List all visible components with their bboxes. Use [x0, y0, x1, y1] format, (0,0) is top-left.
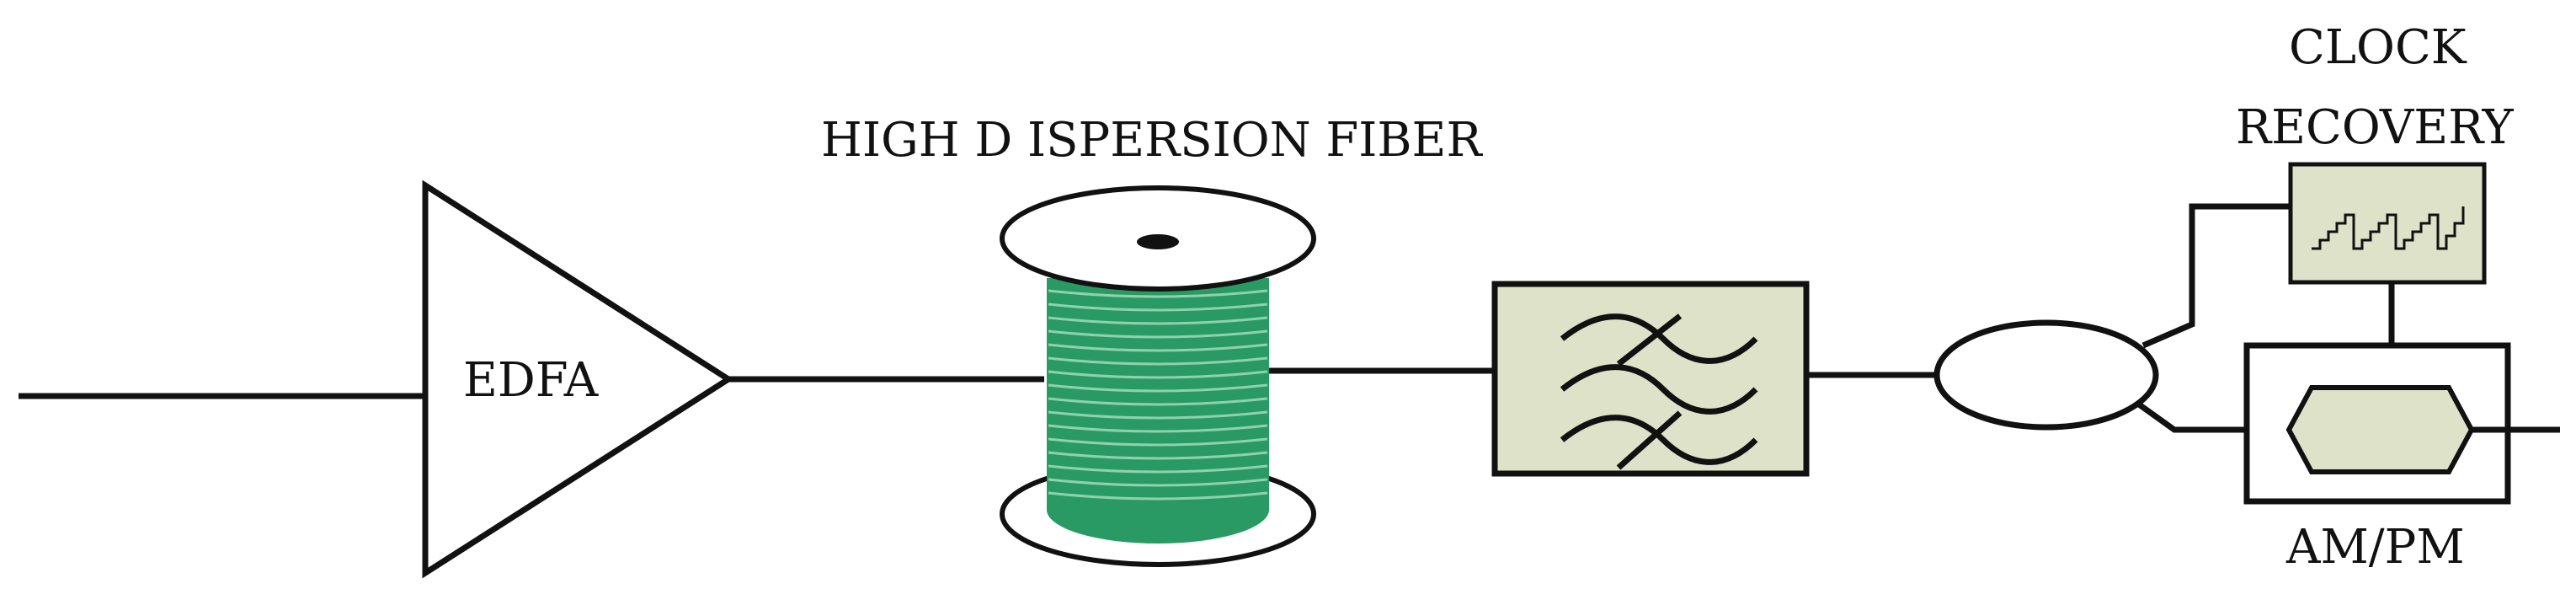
clock-recovery-icon [2288, 162, 2487, 285]
coupler-to-clock-line [2141, 203, 2291, 349]
fiber-spool-icon [1000, 185, 1316, 567]
fiber-winding [1048, 329, 1268, 339]
fiber-winding [1048, 289, 1268, 298]
fiber-winding [1048, 383, 1268, 393]
fiber-winding [1048, 451, 1268, 460]
optical-filter-icon [1491, 281, 1810, 477]
fiber-winding [1048, 424, 1268, 433]
fiber-label: HIGH D ISPERSION FIBER [821, 113, 1483, 168]
fiber-windings [1048, 289, 1268, 501]
clock-recovery-label-line1: CLOCK [2289, 20, 2467, 75]
fiber-winding [1048, 356, 1268, 366]
coupler-icon [1933, 319, 2159, 431]
fiber-winding [1048, 343, 1268, 352]
modulator-label: AM/PM [2285, 520, 2465, 575]
fiber-winding [1048, 303, 1268, 312]
fiber-winding [1048, 478, 1268, 487]
fiber-winding [1048, 437, 1268, 447]
edfa-amplifier-icon [422, 179, 734, 579]
clock-recovery-label-line2: RECOVERY [2236, 100, 2515, 155]
fiber-winding [1048, 397, 1268, 406]
edfa-label: EDFA [463, 353, 599, 408]
fiber-winding [1048, 464, 1268, 474]
modulator-icon [2243, 342, 2511, 505]
fiber-winding [1048, 370, 1268, 379]
fiber-winding [1048, 410, 1268, 420]
fiber-winding [1048, 491, 1268, 501]
fiber-winding [1048, 316, 1268, 325]
